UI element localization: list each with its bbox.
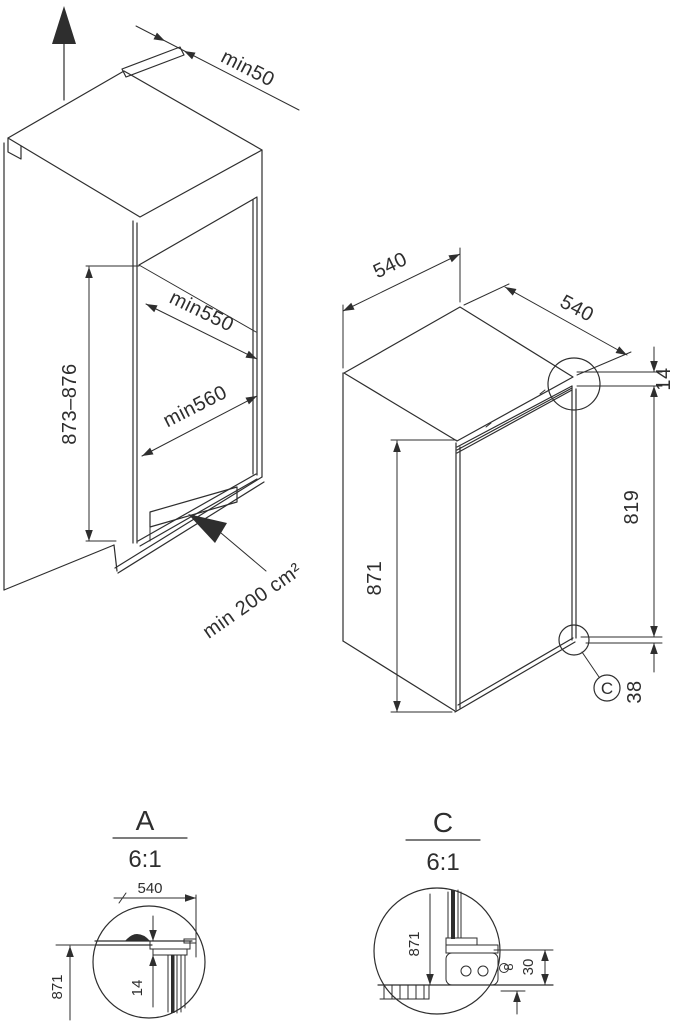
detail-c-label: C [433,807,453,838]
detail-c-scale: 6:1 [426,849,459,876]
depth-right-label: 540 [556,291,597,327]
dim-top-gap: 14 [576,346,675,397]
niche-width-label: min560 [160,381,231,432]
hinge-offset-label: 819 [621,490,643,525]
detail-c-dim-height: 871 [406,893,434,986]
detail-a-section [94,934,197,1014]
vent-area-label: min 200 cm² [199,559,306,643]
bottom-gap-label: 38 [624,680,646,703]
vent-intake-arrow-icon: min 200 cm² [188,514,306,643]
detail-c-dim-foot: 8 [500,963,526,1015]
niche-height-label: 873–876 [59,363,81,444]
detail-a-width-label: 540 [137,880,162,897]
detail-a-height-label: 871 [49,974,66,999]
top-gap-label: 14 [653,367,675,390]
detail-c-view: C 6:1 [373,807,554,1015]
dim-hinge-offset: 819 [621,385,655,638]
detail-c-foot-label: 8 [501,963,516,970]
detail-a-gap-label: 14 [129,980,146,997]
top-spacer-strip [121,46,185,78]
detail-c-height-label: 871 [406,931,423,956]
detail-a-scale: 6:1 [128,846,161,873]
detail-c-marker-label: C [601,679,613,698]
detail-a-dim-height: 871 [49,944,95,1021]
dim-top-clearance: min50 [135,25,300,111]
dim-door-height: 871 [364,439,457,713]
detail-a-label: A [136,805,155,836]
detail-c-plinth-label: 30 [520,959,537,976]
dim-niche-depth: min550 [144,287,259,363]
dim-bottom-gap: 38 [580,626,663,704]
dim-depth-left: 540 [341,247,462,369]
detail-a-view: A 6:1 540 [49,805,206,1021]
niche-view: min50 873–876 min550 min560 [3,6,306,643]
detail-a-dim-width: 540 [113,880,197,958]
detail-a-dim-gap: 14 [129,915,157,1008]
ventilation-up-arrow-icon [52,6,76,101]
detail-c-section [377,889,554,1000]
depth-left-label: 540 [370,248,411,283]
door-height-label: 871 [364,561,386,596]
detail-c-circle [373,887,501,1015]
dim-niche-width: min560 [140,381,259,460]
detail-a-callout-circle [547,357,601,411]
appliance-view: C 540 540 14 [341,247,675,713]
detail-c-dim-plinth: 30 [493,949,554,986]
cabinet-outline [3,70,265,591]
appliance-outline [342,306,577,713]
detail-a-circle [92,905,206,1019]
niche-depth-label: min550 [166,287,237,337]
dim-niche-height: 873–876 [59,265,140,542]
top-clearance-label: min50 [217,46,278,91]
detail-c-callout: C [558,624,621,702]
